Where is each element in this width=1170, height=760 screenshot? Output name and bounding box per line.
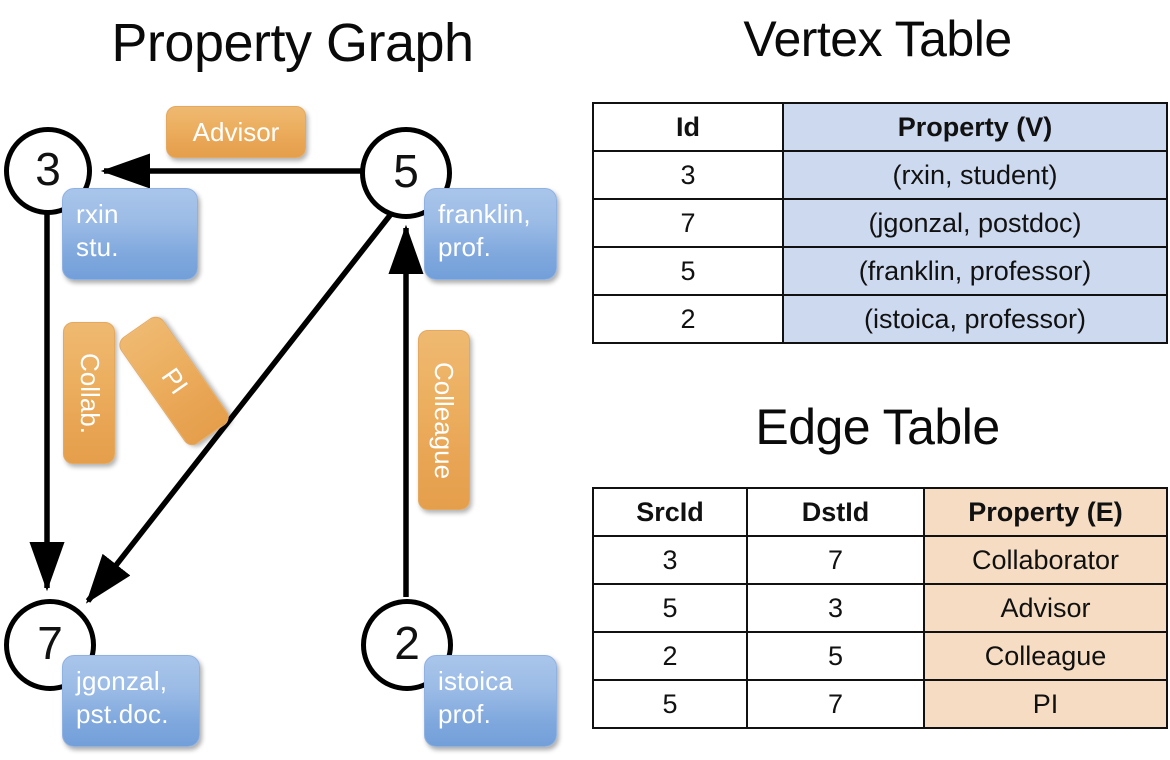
vertex-2-label: 2 (394, 617, 420, 669)
vertex-property-line-1: jgonzal, (76, 666, 168, 696)
vertex-property-line-2: pst.doc. (76, 699, 169, 730)
edge-label-colleague[interactable]: Colleague (418, 330, 470, 510)
edge-label-advisor-text: Advisor (192, 116, 280, 147)
vertex-table-cell-id: 7 (592, 198, 784, 248)
vertex-table-cell-property: (franklin, professor) (782, 246, 1168, 296)
edge-label-collaborator[interactable]: Collab. (63, 322, 115, 464)
vertex-property-line-1: istoica (438, 666, 514, 696)
vertex-table-header-id: Id (592, 102, 784, 152)
vertex-property-box-jgonzal[interactable]: jgonzal, pst.doc. (62, 655, 200, 747)
edge-table-cell-dstid: 5 (746, 631, 925, 681)
edge-table-cell-srcid: 5 (592, 679, 748, 729)
vertex-table-cell-id: 3 (592, 150, 784, 200)
edge-table-header-srcid: SrcId (592, 487, 748, 537)
vertex-table-cell-property: (rxin, student) (782, 150, 1168, 200)
vertex-property-box-rxin[interactable]: rxin stu. (62, 188, 198, 280)
edge-label-pi-text: PI (155, 362, 194, 400)
edge-table-cell-srcid: 2 (592, 631, 748, 681)
vertex-property-line-2: prof. (438, 699, 492, 730)
page-title-edge-table: Edge Table (755, 399, 1000, 455)
vertex-5-label: 5 (393, 145, 419, 197)
table-row: 3 (rxin, student) (592, 150, 1168, 200)
vertex-3-label: 3 (35, 143, 61, 195)
graph-vertex-2[interactable]: 2 (361, 599, 453, 691)
edge-table-cell-property: PI (923, 679, 1168, 729)
edge-5-to-7-pi (85, 212, 394, 604)
edge-table: SrcId DstId Property (E) 3 7 Collaborato… (592, 487, 1168, 729)
edge-table-cell-dstid: 3 (746, 583, 925, 633)
edge-table-cell-dstid: 7 (746, 679, 925, 729)
edge-table-cell-property: Colleague (923, 631, 1168, 681)
edge-table-cell-dstid: 7 (746, 535, 925, 585)
table-row: 2 5 Colleague (592, 631, 1168, 681)
vertex-table-cell-property: (jgonzal, postdoc) (782, 198, 1168, 248)
edge-label-colleague-text: Colleague (429, 361, 460, 479)
edge-table-header-dstid: DstId (746, 487, 925, 537)
table-row: 5 7 PI (592, 679, 1168, 729)
page-title-vertex-table: Vertex Table (743, 11, 1012, 67)
vertex-property-box-franklin[interactable]: franklin, prof. (424, 188, 557, 280)
edge-table-cell-srcid: 5 (592, 583, 748, 633)
vertex-property-line-1: franklin, (438, 199, 531, 229)
table-header-row: Id Property (V) (592, 102, 1168, 152)
graph-edges (29, 153, 424, 604)
edge-table-header-property: Property (E) (923, 487, 1168, 537)
vertex-table-cell-id: 5 (592, 246, 784, 296)
vertex-property-line-2: stu. (76, 232, 119, 263)
page-title-property-graph: Property Graph (111, 13, 474, 73)
vertex-7-label: 7 (37, 617, 63, 669)
table-row: 3 7 Collaborator (592, 535, 1168, 585)
table-row: 5 (franklin, professor) (592, 246, 1168, 296)
vertex-table-header-property: Property (V) (782, 102, 1168, 152)
graph-vertex-5[interactable]: 5 (360, 127, 452, 219)
table-row: 2 (istoica, professor) (592, 294, 1168, 344)
table-row: 5 3 Advisor (592, 583, 1168, 633)
edge-table-cell-srcid: 3 (592, 535, 748, 585)
vertex-table: Id Property (V) 3 (rxin, student) 7 (jgo… (592, 102, 1168, 344)
table-header-row: SrcId DstId Property (E) (592, 487, 1168, 537)
property-graph-panel: Property Graph 3 5 7 2 (4, 13, 557, 747)
edge-table-cell-property: Collaborator (923, 535, 1168, 585)
vertex-property-line-1: rxin (76, 199, 119, 229)
edge-table-cell-property: Advisor (923, 583, 1168, 633)
vertex-property-line-2: prof. (438, 232, 492, 263)
vertex-table-cell-property: (istoica, professor) (782, 294, 1168, 344)
edge-label-collab-text: Collab. (74, 352, 105, 434)
table-row: 7 (jgonzal, postdoc) (592, 198, 1168, 248)
vertex-property-box-istoica[interactable]: istoica prof. (424, 655, 557, 747)
vertex-table-cell-id: 2 (592, 294, 784, 344)
edge-label-advisor[interactable]: Advisor (166, 106, 306, 158)
